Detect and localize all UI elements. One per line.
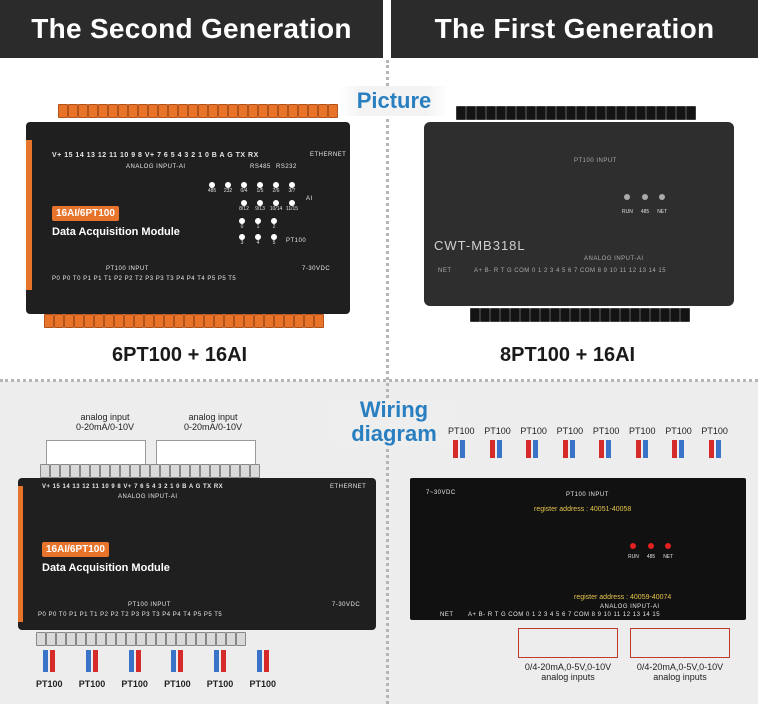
ethernet-label: ETHERNET (310, 152, 347, 158)
horizontal-divider (0, 379, 758, 382)
pt100-input-label: PT100 INPUT (106, 266, 149, 272)
pt100-wire-row-right: document.write(Array(8).fill('<div><span… (452, 440, 722, 463)
analog-bracket-2 (630, 628, 730, 658)
analog-input-block-1 (46, 440, 146, 466)
first-gen-caption: 8PT100 + 16AI (500, 344, 636, 366)
header-divider (383, 0, 391, 58)
power-label: 7-30VDC (302, 266, 331, 272)
top-terminal-strip-left: document.write(Array(28).fill('<div clas… (58, 104, 338, 118)
bottom-terminal-labels: P0 P0 T0 P1 P1 T1 P2 P2 T2 P3 P3 T3 P4 P… (52, 276, 237, 282)
module-title: Data Acquisition Module (52, 226, 180, 238)
wiring-bottom-terminals: document.write(Array(21).fill('<div clas… (36, 632, 246, 646)
led-panel: 485 232 0/4 1/5 2/6 3/7 8/12 9/13 10/14 … (206, 182, 316, 246)
vertical-divider (386, 60, 389, 704)
wiring-first-gen-device: 7~30VDC PT100 INPUT register address : 4… (410, 478, 746, 620)
wiring-top-terminals: document.write(Array(22).fill('<div clas… (40, 464, 260, 478)
first-gen-device: PT100 INPUT RUN 485 NET CWT-MB318L ANALO… (424, 122, 734, 306)
analog-inputs-annotation-1: 0/4-20mA,0-5V,0-10V analog inputs (524, 662, 612, 682)
wiring-model-badge: 16AI/6PT100 (42, 542, 109, 557)
pt100-tag: PT100 (286, 238, 307, 244)
first-gen-pt100-label: PT100 INPUT (574, 158, 617, 164)
bottom-terminal-strip-left: document.write(Array(28).fill('<div clas… (44, 314, 324, 328)
second-gen-device: V+ 15 14 13 12 11 10 9 8 V+ 7 6 5 4 3 2 … (26, 122, 350, 314)
wiring-second-gen-device: V+ 15 14 13 12 11 10 9 8 V+ 7 6 5 4 3 2 … (18, 478, 376, 630)
wiring-first-gen-leds: RUN 485 NET (628, 536, 673, 560)
wiring-module-title: Data Acquisition Module (42, 562, 170, 574)
analog-input-annotation-1: analog input 0-20mA/0-10V (75, 412, 135, 432)
top-terminal-strip-right: document.write(Array(24).fill('<div clas… (456, 106, 696, 120)
analog-bracket-1 (518, 628, 618, 658)
ai-tag: AI (306, 196, 313, 202)
first-gen-model: CWT-MB318L (434, 238, 526, 253)
register-address-1: register address : 40051-40058 (534, 506, 632, 513)
analog-input-block-2 (156, 440, 256, 466)
first-gen-analog-label: ANALOG INPUT-AI (584, 256, 644, 262)
bottom-terminal-strip-right: document.write(Array(22).fill('<div clas… (470, 308, 690, 322)
rs232-label: RS232 (276, 164, 297, 170)
first-gen-leds: RUN 485 NET (622, 194, 667, 218)
header-first-generation: The First Generation (391, 0, 758, 58)
register-address-2: register address : 40059-40074 (574, 594, 672, 601)
header-second-generation: The Second Generation (0, 0, 383, 58)
model-badge: 16AI/6PT100 (52, 206, 119, 221)
analog-input-annotation-2: analog input 0-20mA/0-10V (183, 412, 243, 432)
rs485-label: RS485 (250, 164, 271, 170)
analog-inputs-annotation-2: 0/4-20mA,0-5V,0-10V analog inputs (636, 662, 724, 682)
picture-tag: Picture (340, 86, 448, 116)
analog-input-label: ANALOG INPUT-AI (126, 164, 186, 170)
top-terminal-labels: V+ 15 14 13 12 11 10 9 8 V+ 7 6 5 4 3 2 … (52, 152, 259, 159)
pt100-sensor-row: PT100 PT100 PT100 PT100 PT100 PT100 (36, 650, 276, 689)
second-gen-caption: 6PT100 + 16AI (112, 344, 248, 366)
first-gen-net: NET (438, 268, 452, 274)
first-gen-bottom-labels: A+ B- R T G COM 0 1 2 3 4 5 6 7 COM 8 9 … (474, 268, 667, 274)
pt100-label-row-right: PT100 PT100 PT100 PT100 PT100 PT100 PT10… (448, 426, 728, 436)
